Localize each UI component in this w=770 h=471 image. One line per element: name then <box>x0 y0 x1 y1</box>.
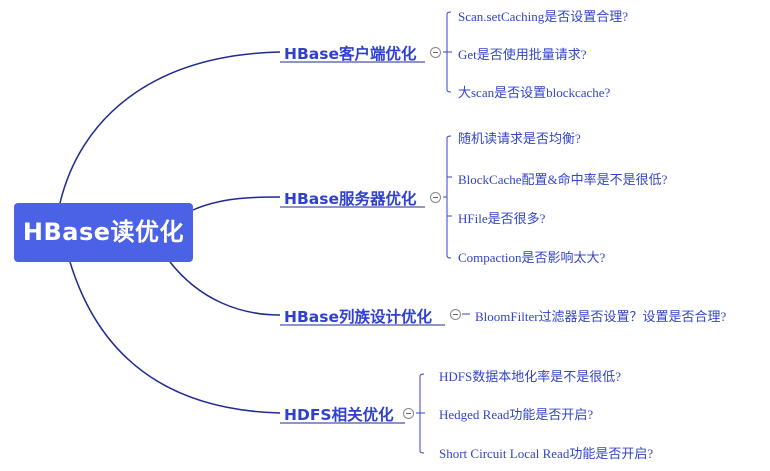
connector-root-server <box>192 196 281 211</box>
leaf-server-blockcache-hit[interactable]: BlockCache配置&命中率是不是很低? <box>458 172 668 187</box>
connector-root-client <box>59 51 281 204</box>
collapse-icon[interactable] <box>450 309 461 320</box>
branch-client[interactable]: HBase客户端优化 <box>284 45 417 63</box>
connector-root-family <box>169 261 281 316</box>
leaf-hdfs-hedged-read[interactable]: Hedged Read功能是否开启? <box>439 407 594 422</box>
root-node[interactable]: HBase读优化 <box>14 203 193 262</box>
branch-hdfs[interactable]: HDFS相关优化 <box>284 406 394 424</box>
branch-column-family[interactable]: HBase列族设计优化 <box>284 308 432 326</box>
leaf-hdfs-short-circuit[interactable]: Short Circuit Local Read功能是否开启? <box>439 446 654 461</box>
leaf-server-balance[interactable]: 随机读请求是否均衡? <box>458 131 581 146</box>
collapse-icon[interactable] <box>430 47 441 58</box>
branch-server[interactable]: HBase服务器优化 <box>284 190 417 208</box>
leaf-server-hfile[interactable]: HFile是否很多? <box>458 211 546 226</box>
leaf-family-bloomfilter[interactable]: BloomFilter过滤器是否设置？设置是否合理? <box>475 309 727 324</box>
leaf-client-batch-get[interactable]: Get是否使用批量请求? <box>458 47 587 62</box>
leaf-hdfs-locality[interactable]: HDFS数据本地化率是不是很低? <box>439 369 622 384</box>
collapse-icon[interactable] <box>403 408 414 419</box>
connector-root-hdfs <box>69 261 281 414</box>
leaf-client-caching[interactable]: Scan.setCaching是否设置合理? <box>458 9 629 24</box>
leaf-client-blockcache[interactable]: 大scan是否设置blockcache? <box>458 85 611 100</box>
leaf-server-compaction[interactable]: Compaction是否影响太大? <box>458 250 606 265</box>
collapse-icon[interactable] <box>430 192 441 203</box>
